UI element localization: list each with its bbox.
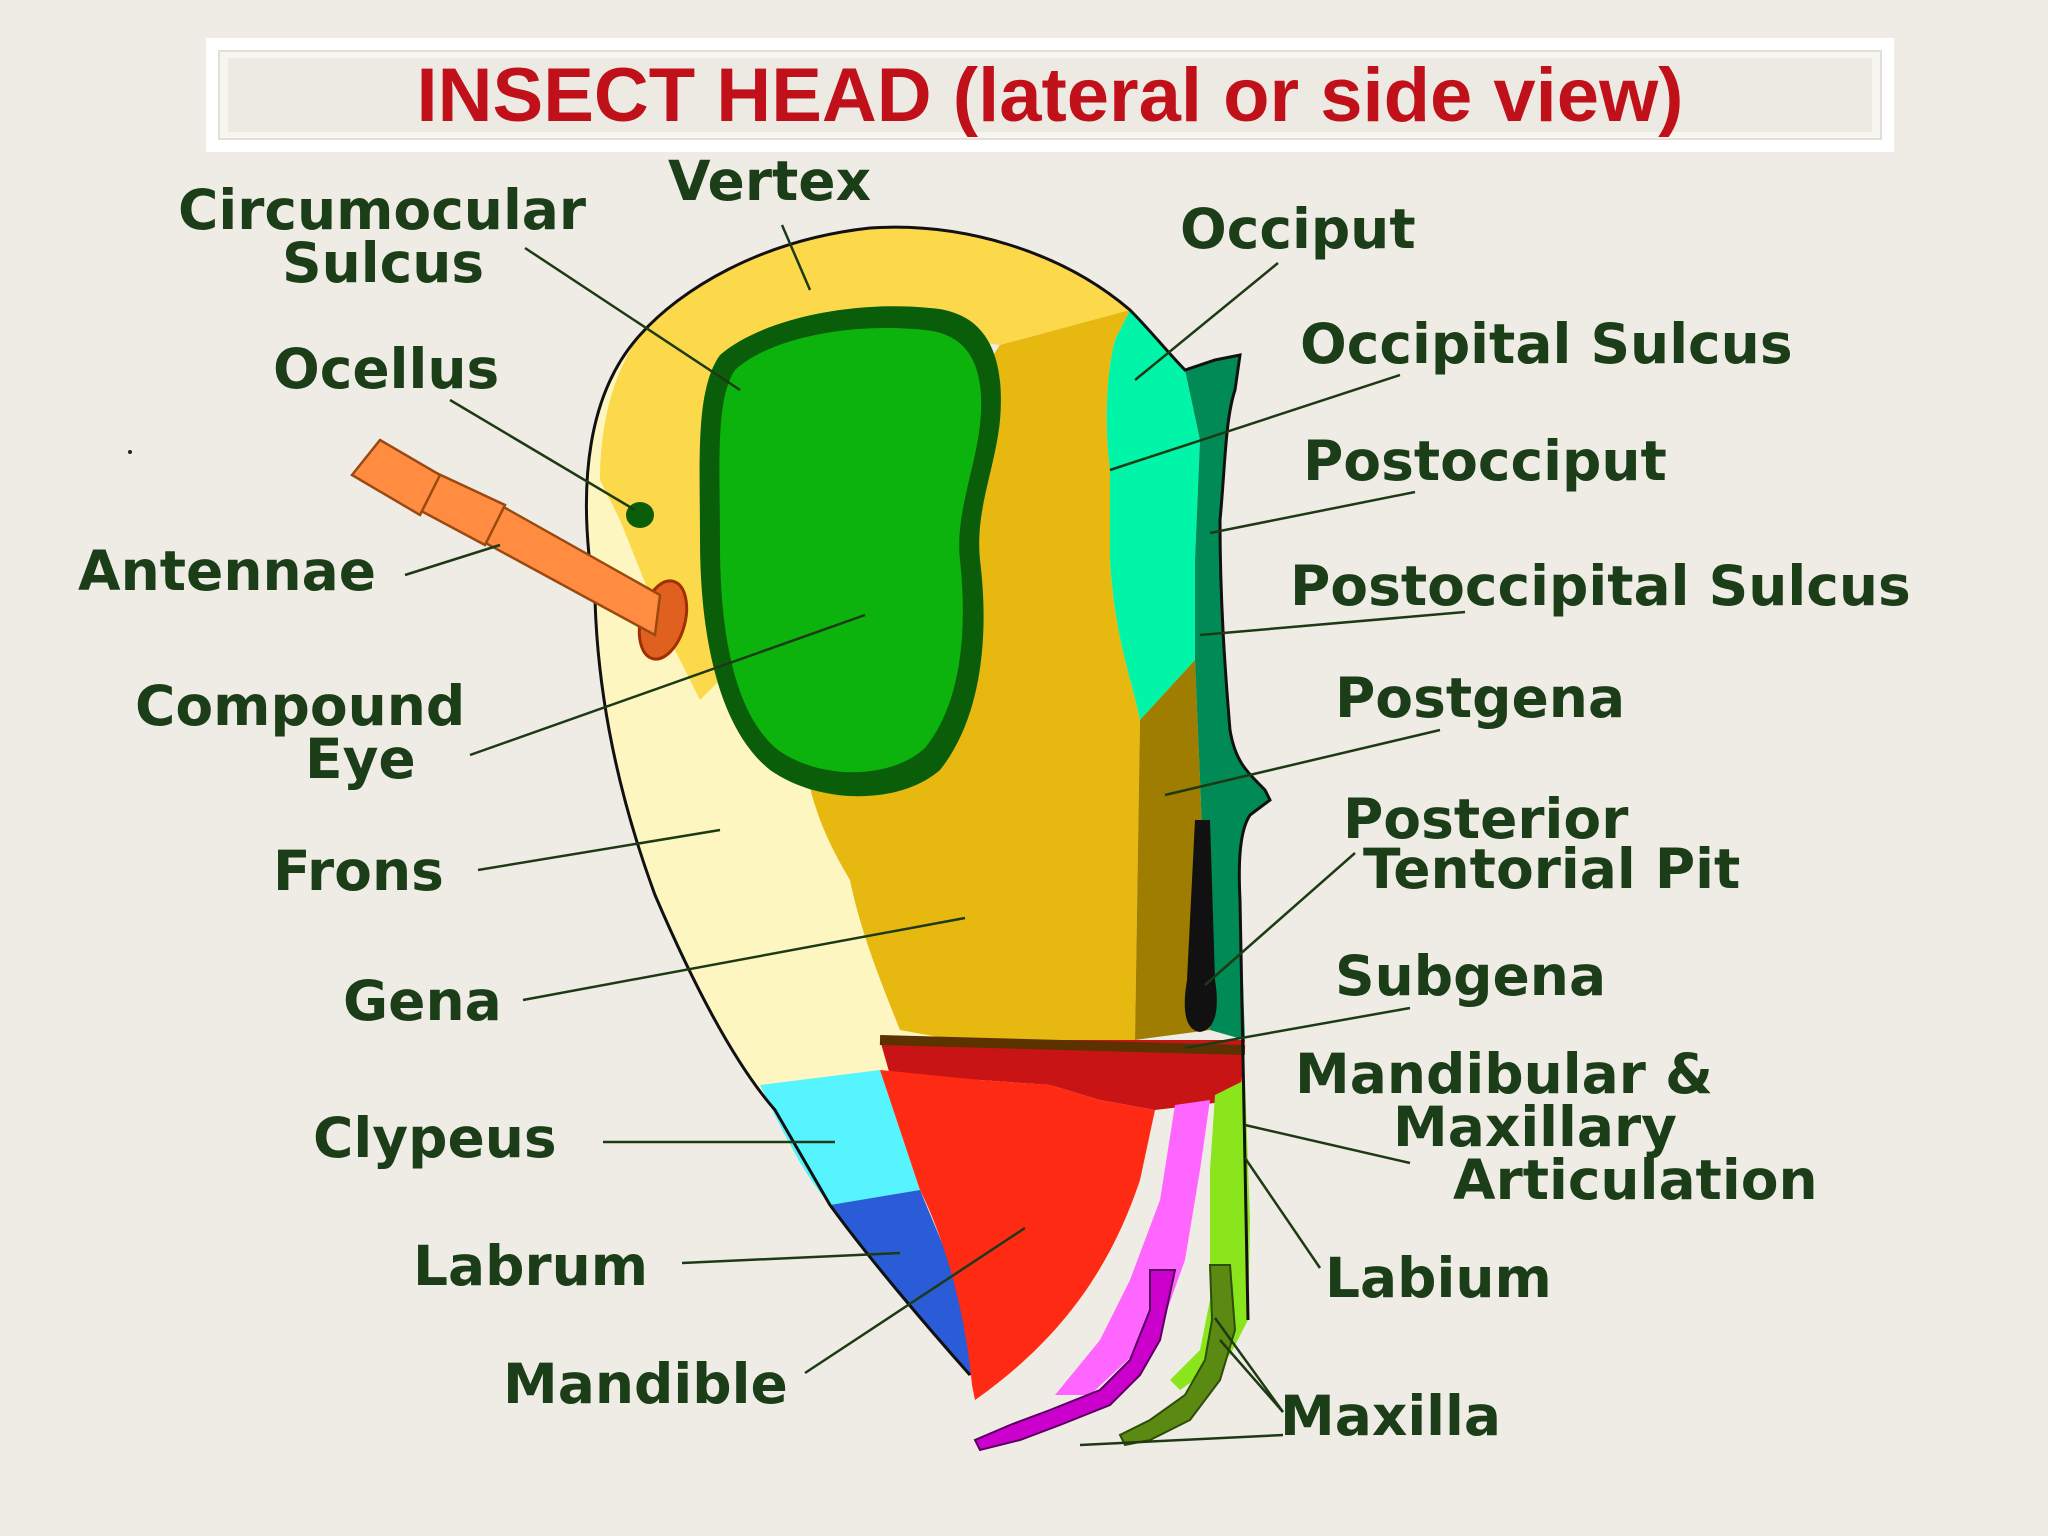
leader-compound-eye xyxy=(469,613,866,757)
leader-labium xyxy=(1243,1157,1322,1269)
label-posterior-tentorial-line1: Posterior xyxy=(1343,787,1628,851)
title-frame: INSECT HEAD (lateral or side view) xyxy=(206,38,1894,152)
label-ocellus: Ocellus xyxy=(273,337,499,401)
label-subgena: Subgena xyxy=(1335,944,1606,1008)
label-occiput: Occiput xyxy=(1180,197,1416,261)
label-compound-eye-line2: Eye xyxy=(305,727,416,791)
label-posterior-tentorial-line2: Tentorial Pit xyxy=(1363,837,1740,901)
mandible-region xyxy=(880,1070,1155,1400)
maxillary-palp xyxy=(973,1269,1177,1452)
leader-posterior-tentorial xyxy=(1204,852,1356,986)
clypeus-region xyxy=(760,1070,920,1205)
head-outline xyxy=(584,225,1272,1376)
leader-maxilla-1 xyxy=(1213,1317,1285,1413)
leader-labrum xyxy=(681,1251,901,1265)
label-postgena: Postgena xyxy=(1335,666,1625,730)
leader-maxilla-2 xyxy=(1219,1339,1284,1413)
label-circumocular-line1: Circumocular xyxy=(178,178,586,242)
compound-eye xyxy=(719,327,982,773)
labrum-region xyxy=(830,1190,980,1380)
leader-maxilla-3 xyxy=(1079,1433,1284,1447)
leader-mandible xyxy=(804,1226,1026,1375)
leader-articulation xyxy=(1244,1123,1411,1165)
occiput-region xyxy=(1106,310,1200,720)
labels: Circumocular Sulcus Vertex Occiput Occip… xyxy=(78,149,1911,1448)
labial-palp xyxy=(1118,1264,1237,1447)
label-gena: Gena xyxy=(343,969,502,1033)
label-postoccipital-sulcus: Postoccipital Sulcus xyxy=(1290,554,1911,618)
leader-postgena xyxy=(1164,728,1441,797)
label-mandible: Mandible xyxy=(503,1352,788,1416)
label-articulation-line2: Maxillary xyxy=(1393,1095,1677,1159)
leader-vertex xyxy=(780,224,812,291)
leader-postocciput xyxy=(1209,490,1416,535)
antenna xyxy=(350,438,689,661)
label-compound-eye-line1: Compound xyxy=(135,674,465,738)
label-circumocular-line2: Sulcus xyxy=(282,231,484,295)
label-clypeus: Clypeus xyxy=(313,1106,557,1170)
leader-ocellus xyxy=(449,398,636,512)
label-frons: Frons xyxy=(273,839,444,903)
subgena-region xyxy=(880,1040,1245,1110)
leader-occipital-sulcus xyxy=(1109,373,1401,472)
maxilla-region xyxy=(1055,1100,1210,1395)
label-antennae: Antennae xyxy=(78,539,376,603)
antenna-flagellum xyxy=(350,438,442,517)
label-vertex: Vertex xyxy=(668,149,871,213)
label-labium: Labium xyxy=(1325,1246,1552,1310)
leader-circumocular xyxy=(524,246,741,392)
leader-frons xyxy=(477,828,721,872)
label-articulation-line1: Mandibular & xyxy=(1295,1042,1713,1106)
label-postocciput: Postocciput xyxy=(1303,429,1667,493)
label-occipital-sulcus: Occipital Sulcus xyxy=(1300,312,1793,376)
subgena-sulcus xyxy=(879,1035,1246,1055)
title-panel: INSECT HEAD (lateral or side view) xyxy=(228,52,1872,138)
diagram-title: INSECT HEAD (lateral or side view) xyxy=(416,52,1684,138)
vertex-region xyxy=(600,227,1130,700)
posterior-tentorial-pit xyxy=(1184,820,1217,1032)
leader-gena xyxy=(522,916,966,1002)
label-articulation-line3: Articulation xyxy=(1453,1148,1818,1212)
leader-lines xyxy=(404,224,1466,1447)
leader-subgena xyxy=(1184,1006,1411,1050)
stray-dot xyxy=(128,450,132,454)
leader-occiput xyxy=(1134,262,1279,381)
label-labrum: Labrum xyxy=(413,1234,648,1298)
label-maxilla: Maxilla xyxy=(1280,1384,1501,1448)
leader-antennae xyxy=(404,543,501,577)
leader-postoccipital-sulcus xyxy=(1199,610,1466,637)
